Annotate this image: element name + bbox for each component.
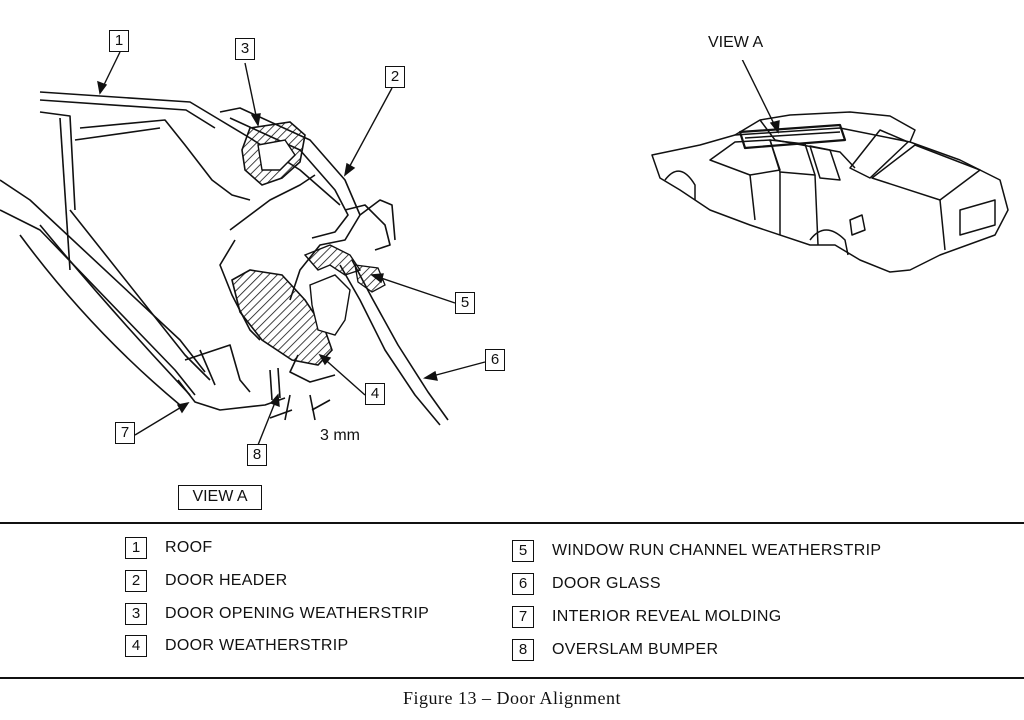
legend-item-door-header: 2 DOOR HEADER <box>125 569 287 593</box>
legend-label: DOOR OPENING WEATHERSTRIP <box>165 605 430 622</box>
door-weatherstrip-section <box>231 269 333 366</box>
legend-item-door-glass: 6 DOOR GLASS <box>512 572 661 596</box>
legend-number: 5 <box>512 540 534 562</box>
legend-label: DOOR GLASS <box>552 575 661 592</box>
callout-8: 8 <box>247 444 267 466</box>
legend-item-door-opening-weatherstrip: 3 DOOR OPENING WEATHERSTRIP <box>125 602 429 626</box>
callout-3: 3 <box>235 38 255 60</box>
car-illustration <box>651 60 1009 273</box>
legend-label: DOOR WEATHERSTRIP <box>165 637 349 654</box>
run-channel-weatherstrip-section <box>303 244 362 276</box>
callout-1: 1 <box>109 30 129 52</box>
figure-caption: Figure 13 – Door Alignment <box>403 688 621 708</box>
dimension-label: 3 mm <box>320 427 360 444</box>
legend-label: OVERSLAM BUMPER <box>552 641 719 658</box>
legend-number: 2 <box>125 570 147 592</box>
legend-label: ROOF <box>165 539 213 556</box>
callout-4: 4 <box>365 383 385 405</box>
callout-6: 6 <box>485 349 505 371</box>
legend-bottom-divider <box>0 677 1024 679</box>
roof-panel-outline <box>39 91 341 206</box>
legend-number: 6 <box>512 573 534 595</box>
callout-5: 5 <box>455 292 475 314</box>
callout-7: 7 <box>115 422 135 444</box>
legend-label: DOOR HEADER <box>165 572 288 589</box>
legend-number: 3 <box>125 603 147 625</box>
legend-top-divider <box>0 522 1024 524</box>
door-cross-section-drawing <box>0 51 486 446</box>
callout-2: 2 <box>385 66 405 88</box>
legend-label: INTERIOR REVEAL MOLDING <box>552 608 782 625</box>
legend-item-roof: 1 ROOF <box>125 536 212 560</box>
legend-item-interior-reveal-molding: 7 INTERIOR REVEAL MOLDING <box>512 605 781 629</box>
view-a-section-label: VIEW A <box>178 485 262 510</box>
legend-item-door-weatherstrip: 4 DOOR WEATHERSTRIP <box>125 634 348 658</box>
legend-item-overslam-bumper: 8 OVERSLAM BUMPER <box>512 638 718 662</box>
legend-number: 4 <box>125 635 147 657</box>
legend-number: 1 <box>125 537 147 559</box>
legend-number: 8 <box>512 639 534 661</box>
legend-item-window-run-channel-weatherstrip: 5 WINDOW RUN CHANNEL WEATHERSTRIP <box>512 539 881 563</box>
legend-label: WINDOW RUN CHANNEL WEATHERSTRIP <box>552 542 882 559</box>
view-a-car-label: VIEW A <box>708 34 764 51</box>
legend-number: 7 <box>512 606 534 628</box>
